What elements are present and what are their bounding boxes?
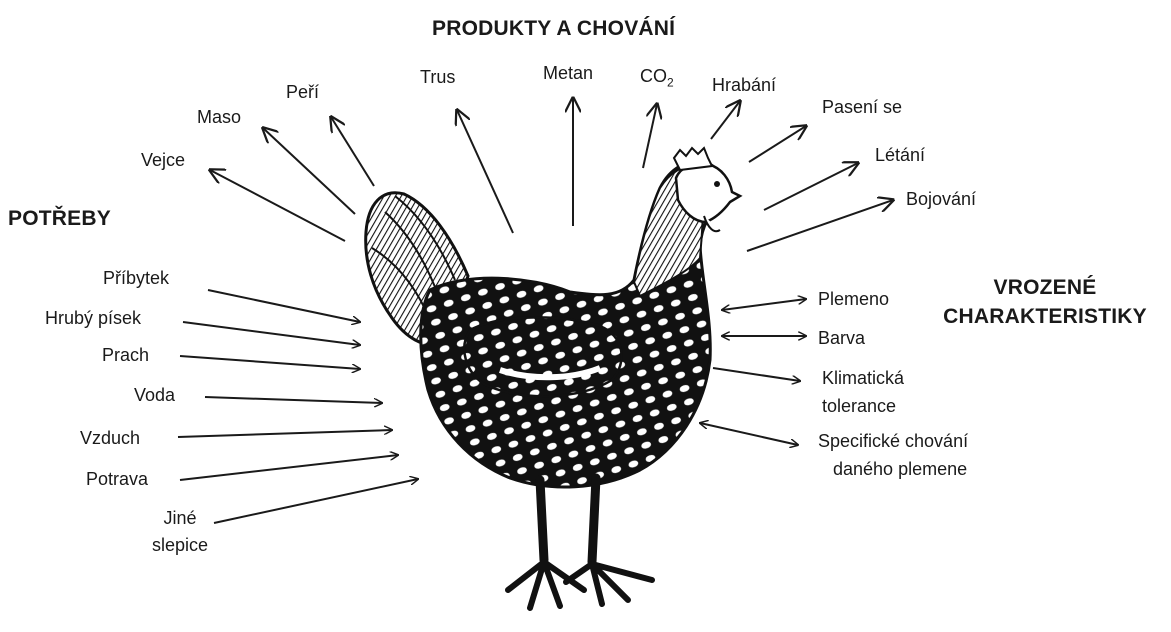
heading-needs: POTŘEBY (8, 207, 111, 231)
label-barva: Barva (818, 328, 865, 349)
arrow-prach (180, 356, 360, 369)
arrow-specificke (700, 423, 798, 445)
label-bojovani: Bojování (906, 189, 976, 210)
hen-wing (464, 317, 621, 396)
label-paseni-se: Pasení se (822, 97, 902, 118)
label-vzduch: Vzduch (80, 428, 140, 449)
label-co2: CO2 (640, 66, 674, 94)
hen-legs (508, 478, 652, 608)
product-arrows (210, 98, 893, 251)
arrow-pribytek (208, 290, 360, 322)
arrow-letani (764, 163, 858, 210)
hen-eye (714, 181, 720, 187)
arrow-klimaticka (713, 368, 800, 381)
label-potrava: Potrava (86, 469, 148, 490)
arrow-vzduch (178, 430, 392, 437)
label-maso: Maso (197, 107, 241, 128)
label-metan: Metan (543, 63, 593, 84)
label-jine: Jiné (130, 508, 230, 529)
arrow-maso (263, 128, 355, 214)
label-vejce: Vejce (141, 150, 185, 171)
arrow-jine-slepice (214, 479, 418, 523)
label-hrabani: Hrabání (712, 75, 776, 96)
arrow-hruby-pisek (183, 322, 360, 345)
arrow-trus (457, 110, 513, 233)
arrow-hrabani (711, 101, 740, 139)
label-pribytek: Příbytek (103, 268, 169, 289)
needs-arrows (178, 290, 418, 523)
innate-arrows (700, 299, 806, 445)
label-hruby-pisek: Hrubý písek (45, 308, 141, 329)
label-klimaticka: Klimatická (822, 368, 904, 389)
hen-head (676, 163, 740, 222)
heading-innate-line1: VROZENÉ (920, 276, 1170, 300)
label-trus: Trus (420, 67, 455, 88)
label-letani: Létání (875, 145, 925, 166)
arrow-potrava (180, 455, 398, 480)
arrow-plemeno (722, 299, 806, 310)
label-slepice: slepice (130, 535, 230, 556)
label-specificke-chovani: Specifické chování (818, 431, 968, 452)
label-prach: Prach (102, 345, 149, 366)
arrow-co2 (643, 104, 657, 168)
hen-illustration (366, 148, 740, 608)
arrow-vejce (210, 170, 345, 241)
label-peri: Peří (286, 82, 319, 103)
hen-comb (674, 148, 712, 170)
arrow-voda (205, 397, 382, 403)
label-daneho-plemene: daného plemene (833, 459, 967, 480)
heading-innate-line2: CHARAKTERISTIKY (920, 305, 1170, 329)
heading-products: PRODUKTY A CHOVÁNÍ (432, 17, 675, 41)
label-plemeno: Plemeno (818, 289, 889, 310)
label-tolerance: tolerance (822, 396, 896, 417)
arrow-peri (331, 117, 374, 186)
arrow-paseni (749, 126, 806, 162)
label-voda: Voda (134, 385, 175, 406)
